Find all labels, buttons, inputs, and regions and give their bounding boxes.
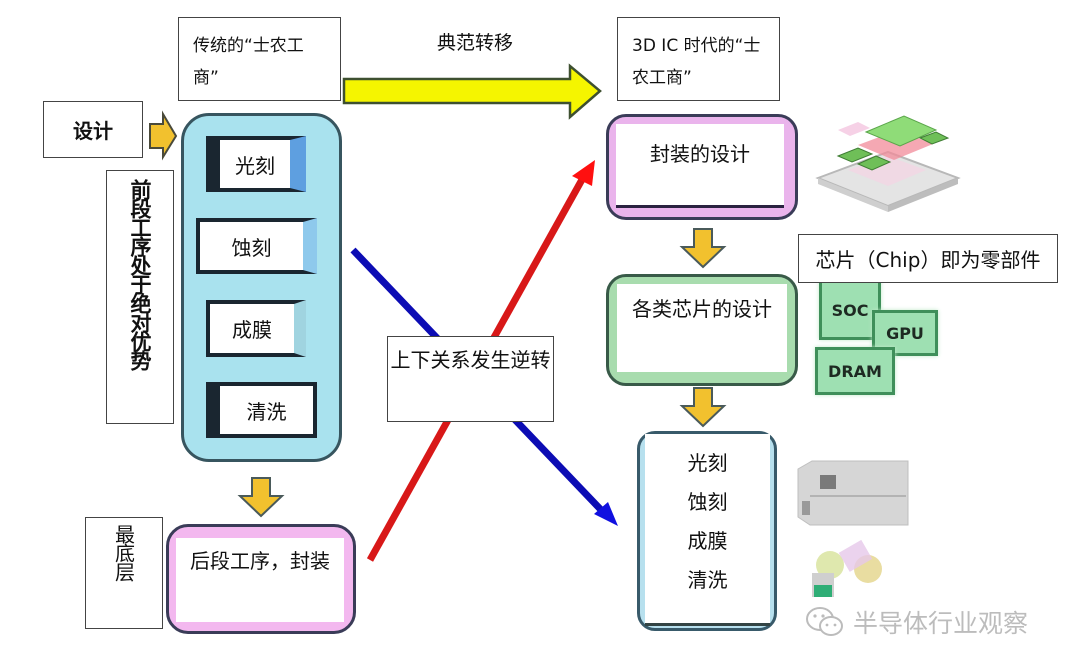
- fab-equipment-illustration: [797, 460, 909, 597]
- step-label: 光刻: [235, 153, 275, 178]
- traditional-hierarchy-title: 传统的“士农工商”: [178, 17, 341, 101]
- fab-step-cleaning: 清洗: [687, 568, 728, 592]
- backend-process-label: 后段工序，封装: [176, 538, 344, 622]
- chip-label: GPU: [886, 323, 924, 343]
- paradigm-shift-label: 典范转移: [436, 32, 513, 54]
- fab-step-lithography: 光刻: [687, 451, 728, 475]
- design-box: 设计: [43, 101, 143, 158]
- relationship-reversed-box: 上下关系发生逆转: [387, 336, 554, 422]
- bottom-layer-label: 最底层: [111, 524, 136, 581]
- package-to-chip-arrow: [679, 228, 727, 269]
- step-label: 蚀刻: [231, 235, 272, 260]
- step-label: 清洗: [246, 399, 287, 424]
- watermark-text: 半导体行业观察: [853, 609, 1029, 638]
- chip-as-component-text: 芯片（Chip）即为零部件: [815, 248, 1041, 272]
- traditional-hierarchy-text: 传统的“士农工商”: [193, 36, 304, 88]
- paradigm-shift-arrow: [342, 63, 602, 120]
- design-label: 设计: [73, 119, 113, 143]
- chip-design-label: 各类芯片的设计: [617, 284, 787, 372]
- frontend-step-deposition: 成膜: [206, 300, 306, 357]
- fab-step-deposition: 成膜: [687, 529, 728, 553]
- frontend-advantage-label: 前段工序处于绝对优势: [128, 179, 152, 369]
- chip-as-component-label: 芯片（Chip）即为零部件: [798, 234, 1058, 283]
- 3dic-hierarchy-text: 3D IC 时代的“士农工商”: [632, 36, 761, 88]
- chip-to-fab-arrow: [679, 387, 727, 428]
- frontend-step-etching: 蚀刻: [196, 218, 317, 274]
- step-label: 成膜: [232, 318, 272, 342]
- 3dic-hierarchy-title: 3D IC 时代的“士农工商”: [617, 17, 780, 101]
- fab-process-list: 光刻 蚀刻 成膜 清洗: [645, 434, 770, 626]
- package-design-label: 封装的设计: [616, 124, 784, 208]
- bottom-layer-box: 最底层: [85, 517, 163, 629]
- design-to-frontend-arrow: [149, 110, 178, 161]
- chip-dram: DRAM: [815, 347, 895, 395]
- chip-label: SOC: [831, 300, 869, 320]
- fall-arrow-head: [594, 502, 618, 526]
- frontend-step-lithography: 光刻: [206, 136, 306, 192]
- frontend-to-backend-arrow: [237, 477, 285, 518]
- frontend-step-cleaning: 清洗: [206, 382, 317, 438]
- 3d-package-illustration: [815, 115, 961, 212]
- relationship-reversed-label: 上下关系发生逆转: [390, 348, 551, 372]
- rise-arrow-head: [572, 160, 595, 186]
- chip-label: DRAM: [828, 361, 882, 381]
- frontend-advantage-box: 前段工序处于绝对优势: [106, 170, 174, 424]
- fab-step-etching: 蚀刻: [687, 490, 728, 514]
- wechat-icon: [806, 607, 843, 636]
- watermark: 半导体行业观察: [805, 604, 1028, 640]
